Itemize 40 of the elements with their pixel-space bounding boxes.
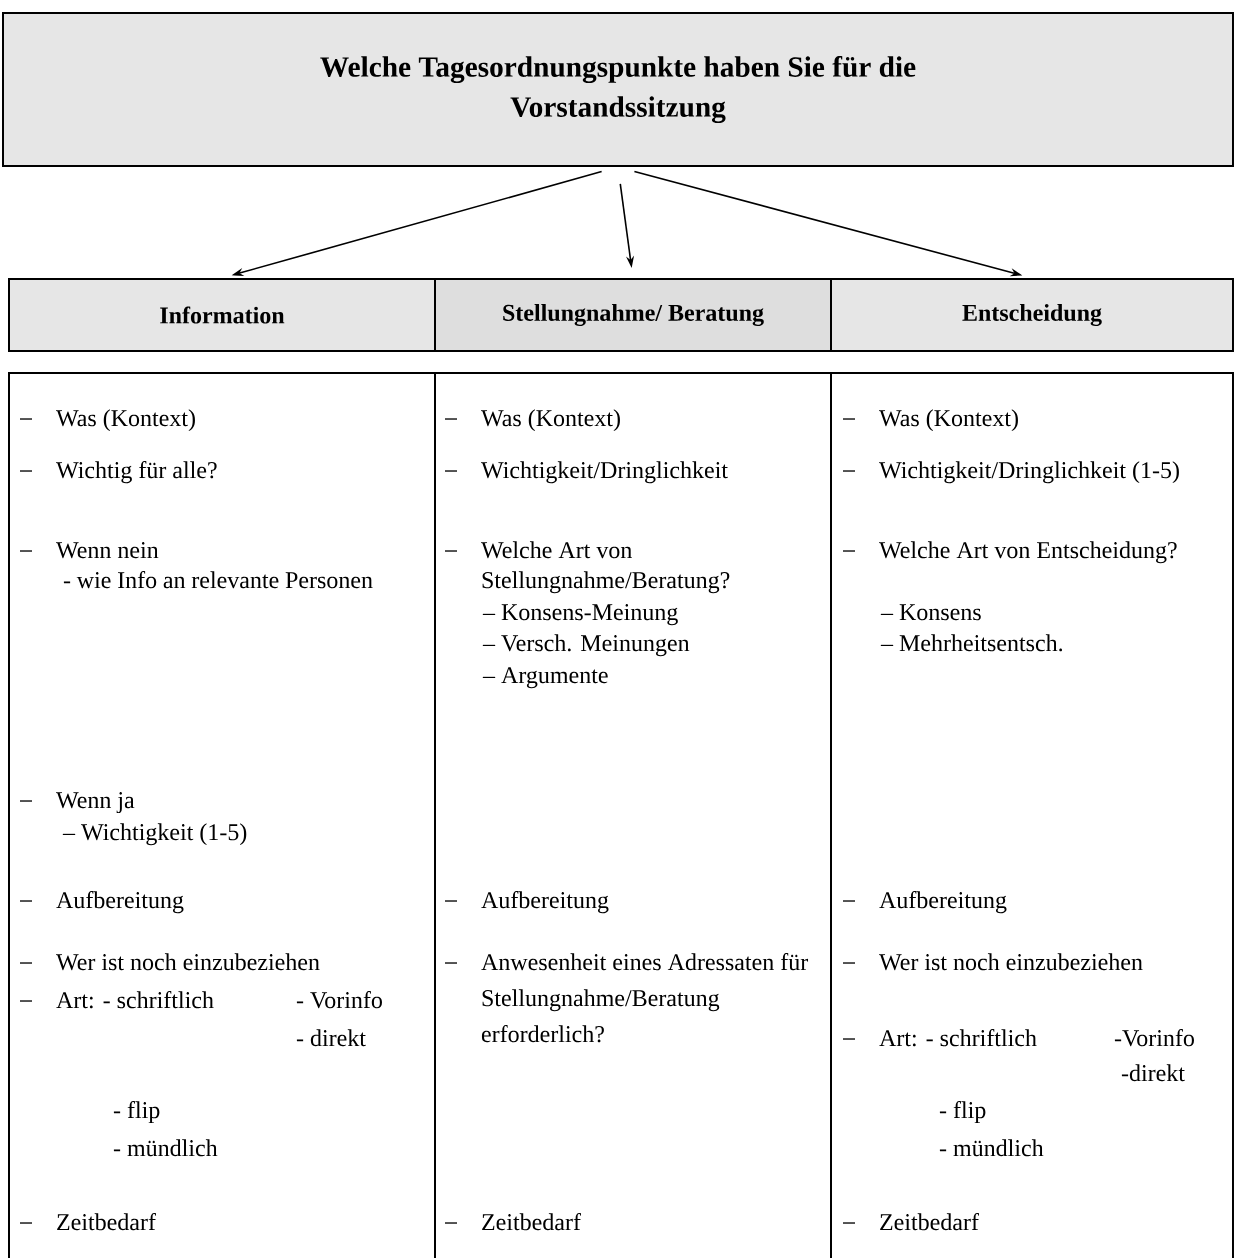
list-item: Wenn ja — [56, 792, 135, 814]
header-box: Stellungnahme/ Beratung — [434, 278, 832, 352]
list-item: Wenn nein — [56, 542, 159, 559]
list-item: Art: - schriftlich — [56, 991, 214, 1009]
title-box: Welche Tagesordnungspunkte haben Sie für die Vorstandssitzung — [2, 12, 1234, 167]
list-item: Welche Art von Stellungnahme/Beratung? — [481, 541, 730, 594]
list-item: Was (Kontext) — [481, 409, 620, 432]
list-item: Aufbereitung — [879, 891, 1007, 914]
list-item: Art: - schriftlich — [879, 1029, 1037, 1047]
header-box: Entscheidung — [830, 278, 1234, 352]
list-item: - direkt — [296, 1029, 366, 1047]
list-item: Anwesenheit eines Adressaten für Stellungnahme/Beratung erforderlich? — [481, 953, 809, 1043]
list-item: Zeitbedarf — [482, 1213, 581, 1231]
list-item: Zeitbedarf — [57, 1213, 156, 1231]
list-item: – Versch. Meinungen — [482, 634, 690, 657]
list-item: – Konsens-Meinung — [482, 604, 678, 626]
list-item: - mündlich — [113, 1139, 218, 1157]
list-item: Aufbereitung — [56, 891, 184, 914]
list-item: Wer ist noch einzubeziehen — [879, 953, 1143, 971]
list-item: Was (Kontext) — [56, 409, 195, 432]
list-item: - mündlich — [939, 1139, 1044, 1157]
list-item: Welche Art von Entscheidung? — [879, 541, 1177, 564]
list-item: Zeitbedarf — [880, 1213, 979, 1231]
list-item: Wichtigkeit/Dringlichkeit (1-5) — [879, 461, 1179, 484]
list-item: Aufbereitung — [481, 891, 609, 914]
list-item: Wichtigkeit/Dringlichkeit — [481, 461, 728, 484]
list-item: -direkt — [1121, 1064, 1185, 1082]
list-item: Wichtig für alle? — [56, 461, 217, 484]
list-item: - Vorinfo — [296, 991, 382, 1009]
list-item: - flip — [939, 1101, 986, 1124]
header-box: Information — [8, 278, 436, 352]
list-item: – Mehrheitsentsch. — [880, 634, 1063, 652]
list-item: Was (Kontext) — [879, 409, 1018, 432]
list-item: – Konsens — [880, 604, 981, 621]
list-item: – Argumente — [482, 667, 608, 689]
list-item: Wer ist noch einzubeziehen — [56, 953, 320, 971]
list-item: -Vorinfo — [1114, 1029, 1194, 1047]
list-item: - flip — [113, 1101, 160, 1124]
list-item: - wie Info an relevante Personen — [63, 571, 373, 589]
list-item: – Wichtigkeit (1-5) — [62, 823, 247, 846]
